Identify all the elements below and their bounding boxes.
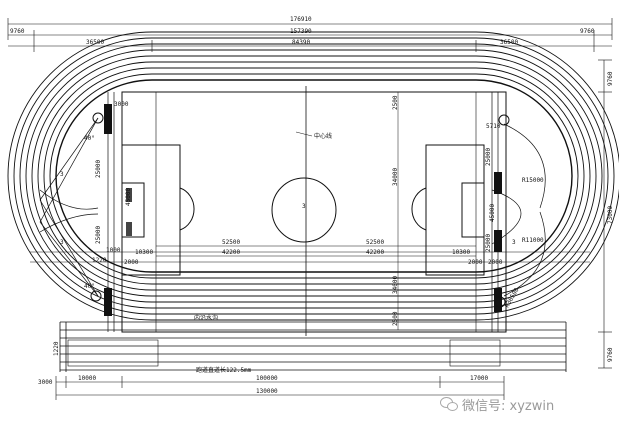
- dim-penalty-a: 2500: [392, 95, 399, 110]
- dimension-lines-right: [598, 59, 612, 369]
- label-center-line: 中心线: [314, 132, 332, 140]
- dim-height-total: 73000: [607, 206, 614, 224]
- watermark-text: 微信号: xyzwin: [462, 398, 555, 414]
- straight-extension: [59, 321, 567, 372]
- dim-right-margin: 9760: [580, 28, 595, 35]
- dim-top-inner: 157390: [290, 28, 312, 35]
- area-number-left-top: 3: [60, 171, 64, 178]
- area-number-center: 3: [302, 203, 306, 210]
- dim-right-small-a: 2000: [468, 259, 483, 266]
- dim-small-g: 5710: [486, 123, 501, 130]
- dim-end-zone-left: 10300: [135, 249, 153, 256]
- dim-right-side-c: 25000: [485, 234, 492, 252]
- dim-end-zone-right: 10300: [452, 249, 470, 256]
- dim-right-side-b: 45000: [489, 204, 496, 222]
- dim-bottom-lane: 1220: [53, 341, 60, 356]
- dim-bottom-left-b: 10000: [78, 375, 96, 382]
- hatched-blocks: [67, 104, 502, 367]
- dimension-lines-bottom: [55, 376, 505, 400]
- dim-bottom-left-a: 3000: [38, 379, 53, 386]
- dim-right-side-a: 25000: [485, 148, 492, 166]
- dimension-lines-top: [7, 18, 613, 52]
- wechat-icon: [440, 397, 458, 411]
- dim-field-half-b: 42200: [366, 249, 384, 256]
- dim-left-side-b: 45000: [125, 188, 132, 206]
- dim-height-margin-top: 9760: [607, 71, 614, 86]
- dim-small-e: 1000: [106, 247, 121, 254]
- dim-left-side-a: 25000: [95, 160, 102, 178]
- left-penalty-arc: [179, 187, 195, 231]
- field-inner: [155, 91, 477, 333]
- dim-center-straight: 84390: [292, 39, 310, 46]
- dim-right-small-b: 2000: [488, 259, 503, 266]
- label-inner-edge: 内沿水沟: [194, 314, 218, 322]
- dim-left-margin: 9760: [10, 28, 25, 35]
- right-penalty-arc: [411, 187, 427, 231]
- angle-a: 40°: [84, 135, 95, 142]
- dimension-lines-inner: [156, 92, 476, 330]
- dim-small-f: 1220: [92, 257, 107, 264]
- dim-overall-width: 176910: [290, 16, 312, 23]
- dim-radius-b: R11000: [522, 237, 544, 244]
- center-circle: [271, 177, 337, 243]
- throw-circle-left-bottom: [90, 290, 102, 302]
- dim-bottom-total: 130000: [256, 388, 278, 395]
- dim-goal-half-length-left: 52500: [222, 239, 240, 246]
- dim-penalty-b: 2500: [392, 311, 399, 326]
- dim-bottom-mid: 100000: [256, 375, 278, 382]
- area-number-right: 3: [512, 239, 516, 246]
- throw-circle-right-top: [498, 114, 510, 126]
- football-field: [121, 86, 507, 336]
- dim-small-a: 3000: [114, 101, 129, 108]
- right-goal-area: [461, 182, 485, 238]
- watermark: 微信号: xyzwin: [440, 394, 554, 414]
- dim-field-half-width-bottom: 34000: [392, 276, 399, 294]
- throw-circle-left-top: [92, 112, 104, 124]
- label-straight-track: 跑道直道长122.5mm: [196, 366, 252, 374]
- dim-field-half-a: 42200: [222, 249, 240, 256]
- area-number-left-bottom: 3: [60, 239, 64, 246]
- dim-left-side-c: 25000: [95, 226, 102, 244]
- dim-height-margin-bottom: 9760: [607, 347, 614, 362]
- dim-bottom-right: 17000: [470, 375, 488, 382]
- dim-goal-half-length-right: 52500: [366, 239, 384, 246]
- throw-circle-right-bottom: [494, 296, 506, 308]
- angle-b: 40°: [84, 283, 95, 290]
- left-goal-area: [121, 182, 145, 238]
- dim-right-curve: 36500: [500, 39, 518, 46]
- dim-field-half-width-top: 34000: [392, 168, 399, 186]
- dim-left-curve: 36500: [86, 39, 104, 46]
- dim-small-b: 2000: [124, 259, 139, 266]
- dim-radius-a: R15000: [522, 177, 544, 184]
